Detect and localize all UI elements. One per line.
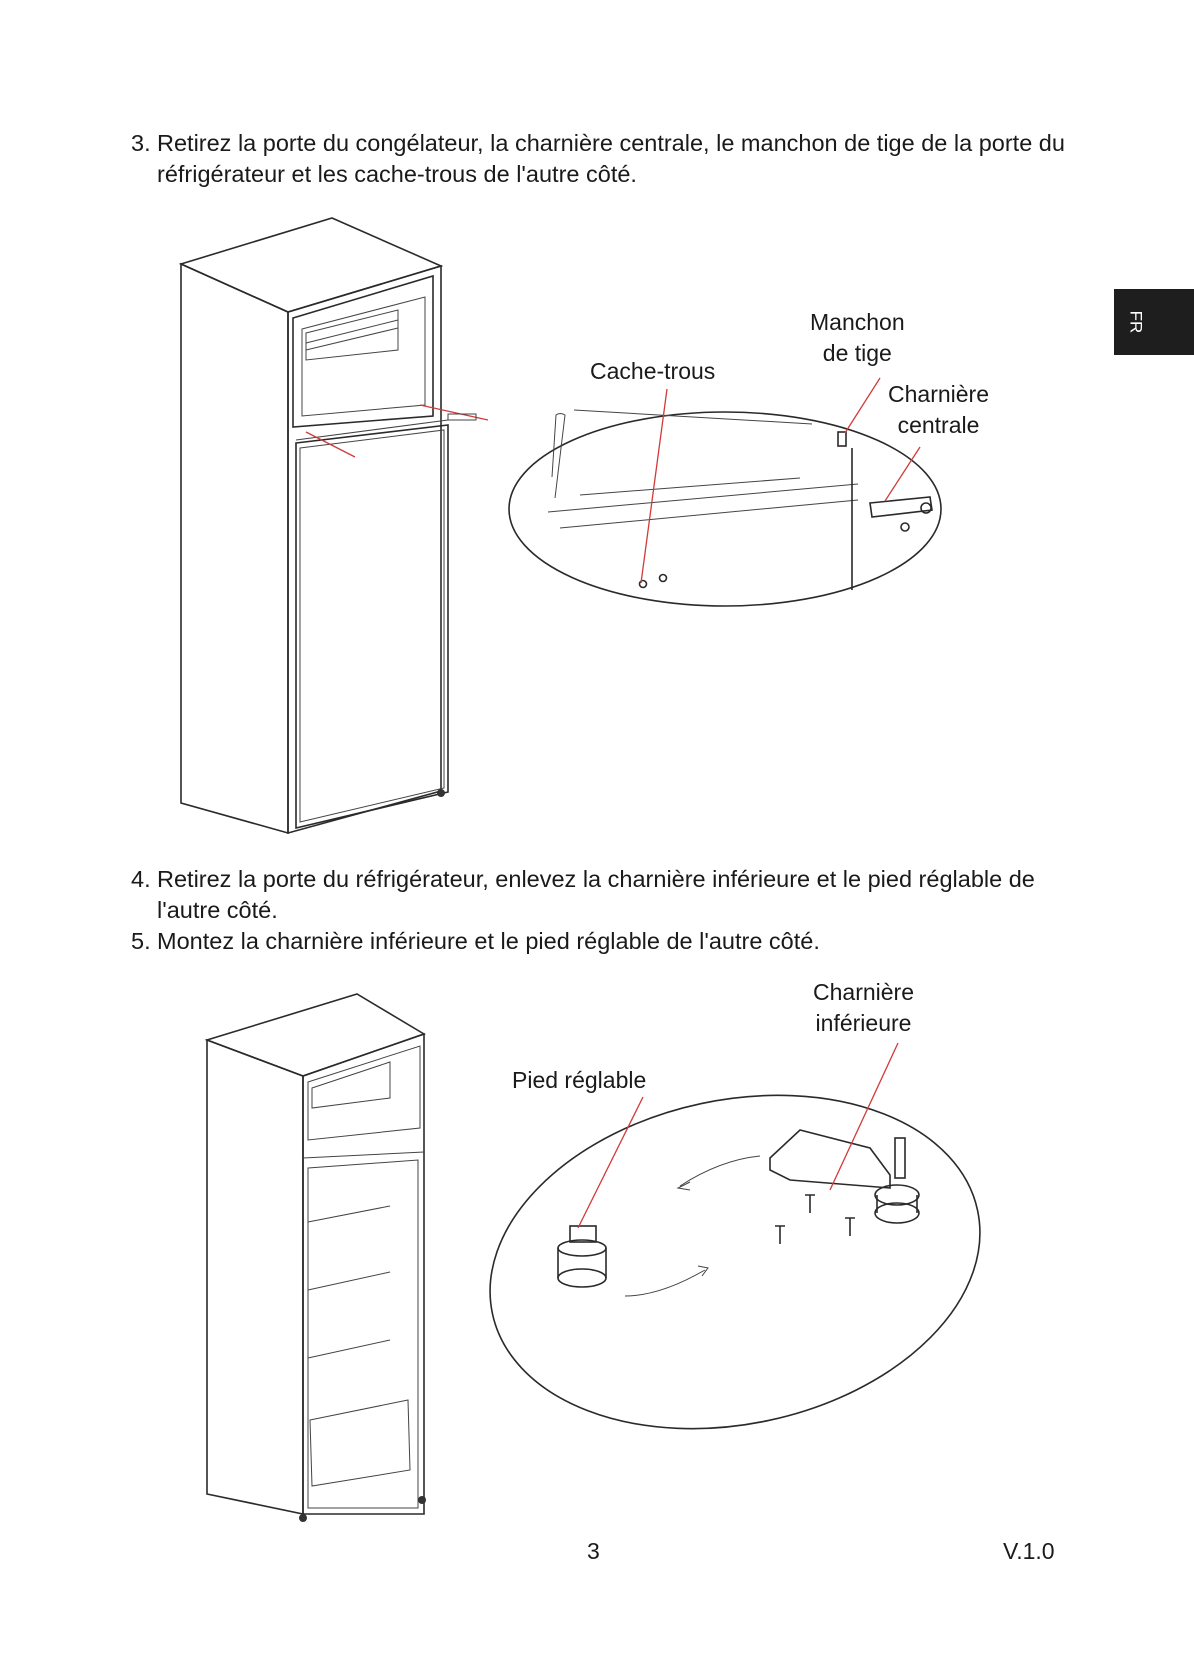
step-text: Retirez la porte du réfrigérateur, enlev… bbox=[157, 866, 1035, 923]
version-label: V.1.0 bbox=[1003, 1538, 1055, 1564]
page-number: 3 bbox=[587, 1538, 600, 1564]
lower-hinge-detail bbox=[489, 1094, 981, 1430]
step-number: 4. bbox=[131, 866, 151, 892]
label-cache-trous: Cache-trous bbox=[590, 358, 716, 384]
step-number: 5. bbox=[131, 928, 151, 954]
step-4: 4. Retirez la porte du réfrigérateur, en… bbox=[131, 864, 1071, 926]
step-3: 3. Retirez la porte du congélateur, la c… bbox=[131, 128, 1071, 190]
step-text: Retirez la porte du congélateur, la char… bbox=[157, 130, 1065, 187]
label-charniere-centrale: Charnière centrale bbox=[888, 381, 989, 438]
fridge-illustration-top bbox=[178, 217, 489, 835]
label-pied-reglable: Pied réglable bbox=[512, 1067, 647, 1093]
language-tab: FR bbox=[1114, 289, 1194, 355]
fridge-illustration-bottom bbox=[204, 993, 426, 1522]
center-hinge-detail bbox=[508, 409, 942, 607]
step-text: Montez la charnière inférieure et le pie… bbox=[157, 928, 820, 954]
label-charniere-inferieure: Charnière inférieure bbox=[813, 979, 914, 1036]
label-manchon-de-tige: Manchon de tige bbox=[810, 309, 905, 366]
step-5: 5. Montez la charnière inférieure et le … bbox=[131, 926, 1071, 957]
callout-lines-top bbox=[640, 377, 921, 584]
callout-lines-bottom bbox=[577, 1042, 899, 1229]
step-number: 3. bbox=[131, 130, 151, 156]
